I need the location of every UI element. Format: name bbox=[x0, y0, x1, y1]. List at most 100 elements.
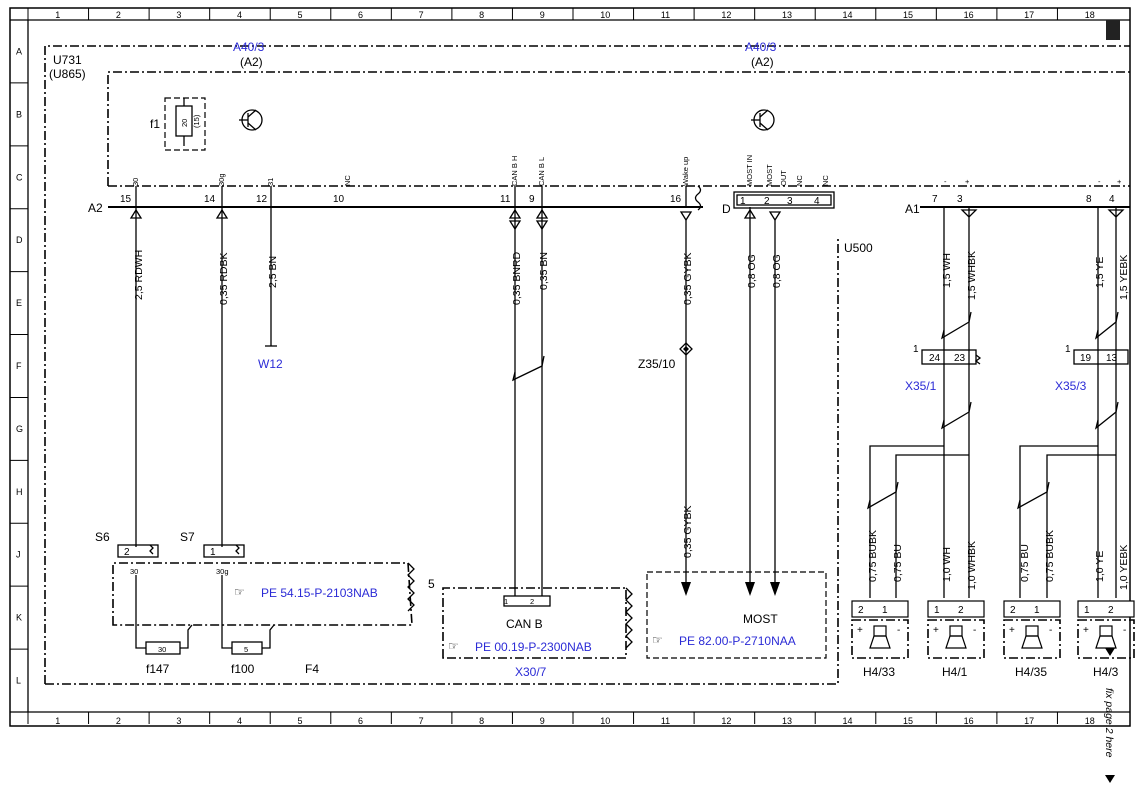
svg-text:0,75 BUBK: 0,75 BUBK bbox=[867, 530, 879, 582]
x35-3-connector: 1 19 13 X35/3 bbox=[1055, 344, 1129, 393]
column-number: 17 bbox=[1024, 716, 1034, 726]
transistor-icon bbox=[751, 109, 775, 131]
a1-connector-label: A1 bbox=[905, 202, 920, 216]
w12-ground-label: W12 bbox=[258, 357, 283, 371]
row-letter: H bbox=[16, 487, 23, 497]
svg-text:+: + bbox=[1117, 177, 1122, 186]
most-label: MOST bbox=[743, 612, 778, 626]
svg-text:0,75 BU: 0,75 BU bbox=[1019, 544, 1031, 582]
wire-most-2 bbox=[768, 211, 782, 596]
column-number: 10 bbox=[600, 10, 610, 20]
svg-text:Wake up: Wake up bbox=[681, 157, 690, 186]
row-letter: B bbox=[16, 109, 22, 119]
row-letter: L bbox=[16, 676, 21, 686]
wire-14 bbox=[215, 207, 229, 547]
f147-label: f147 bbox=[146, 662, 170, 676]
a2-right-paren: (A2) bbox=[751, 55, 774, 69]
svg-text:10: 10 bbox=[333, 194, 345, 205]
f100-label: f100 bbox=[231, 662, 255, 676]
svg-text:1: 1 bbox=[740, 196, 746, 207]
svg-text:19: 19 bbox=[1080, 353, 1092, 364]
svg-text:1,0 YE: 1,0 YE bbox=[1094, 551, 1106, 582]
svg-text:1: 1 bbox=[934, 605, 940, 616]
svg-text:0,8 OG: 0,8 OG bbox=[746, 254, 758, 288]
pe82-ref-link: PE 82.00-P-2710NAA bbox=[679, 634, 796, 648]
svg-text:1,5 YE: 1,5 YE bbox=[1094, 257, 1106, 288]
svg-text:0,35 RDBK: 0,35 RDBK bbox=[218, 252, 230, 305]
svg-text:23: 23 bbox=[954, 353, 966, 364]
f4-fuse-block: S6 S7 2 1 30 30g 30 5 f147 f100 bbox=[95, 530, 415, 676]
column-number: 10 bbox=[600, 716, 610, 726]
svg-text:0,35 GYBK: 0,35 GYBK bbox=[682, 252, 694, 305]
svg-text:20: 20 bbox=[180, 119, 189, 127]
svg-text:2: 2 bbox=[858, 605, 864, 616]
row-letter: K bbox=[16, 613, 22, 623]
row-letter: F bbox=[16, 361, 22, 371]
x30-7-label: X30/7 bbox=[515, 665, 547, 679]
column-number: 3 bbox=[176, 10, 181, 20]
column-number: 2 bbox=[116, 10, 121, 20]
row-letter: D bbox=[16, 235, 23, 245]
column-number: 4 bbox=[237, 10, 242, 20]
svg-text:4: 4 bbox=[1109, 194, 1115, 205]
a2-connector-pins: 15 30 14 30g 12 31 10 NC 11 CAN B H 9 CA… bbox=[120, 156, 690, 205]
svg-text:7: 7 bbox=[932, 194, 938, 205]
svg-text:+: + bbox=[1083, 625, 1089, 636]
svg-text:5: 5 bbox=[244, 645, 248, 654]
a2-pin-stubs bbox=[135, 186, 687, 207]
svg-text:1: 1 bbox=[504, 597, 508, 606]
svg-text:11: 11 bbox=[500, 194, 511, 205]
column-number: 4 bbox=[237, 716, 242, 726]
f4-label: F4 bbox=[305, 662, 319, 676]
svg-text:0,8 OG: 0,8 OG bbox=[771, 254, 783, 288]
column-number: 16 bbox=[964, 716, 974, 726]
svg-text:0,35 GYBK: 0,35 GYBK bbox=[682, 505, 694, 558]
column-number: 14 bbox=[843, 716, 853, 726]
a1-connector-pins: 7 - 3 + 8 - 4 + bbox=[932, 177, 1122, 205]
svg-text:2,5 BN: 2,5 BN bbox=[267, 256, 279, 288]
svg-text:MOST: MOST bbox=[765, 164, 774, 186]
most-box: MOST bbox=[646, 571, 827, 659]
svg-text:1: 1 bbox=[882, 605, 888, 616]
svg-text:2,5 RDWH: 2,5 RDWH bbox=[133, 250, 145, 300]
svg-text:24: 24 bbox=[929, 353, 941, 364]
column-number: 7 bbox=[419, 716, 424, 726]
column-number: 11 bbox=[661, 716, 670, 726]
svg-text:2: 2 bbox=[764, 196, 770, 207]
svg-text:0,75 BUBK: 0,75 BUBK bbox=[1044, 530, 1056, 582]
svg-text:NC: NC bbox=[821, 175, 830, 186]
h4-1-label: H4/1 bbox=[942, 665, 968, 679]
svg-text:2: 2 bbox=[124, 547, 130, 558]
a40-left-label: A40/3 bbox=[233, 40, 265, 54]
ref-pe82[interactable]: ☞ PE 82.00-P-2710NAA bbox=[652, 633, 796, 648]
svg-text:1,5 YEBK: 1,5 YEBK bbox=[1118, 255, 1130, 300]
svg-text:8: 8 bbox=[1086, 194, 1092, 205]
h4-35-label: H4/35 bbox=[1015, 665, 1047, 679]
svg-text:2: 2 bbox=[530, 597, 534, 606]
column-number: 16 bbox=[964, 10, 974, 20]
fuse-f1: f1 20 (15) bbox=[150, 97, 206, 151]
svg-text:31: 31 bbox=[266, 178, 275, 186]
row-letter: G bbox=[16, 424, 23, 434]
ref-pe00[interactable]: ☞ PE 00.19-P-2300NAB bbox=[448, 639, 592, 654]
svg-text:OUT: OUT bbox=[779, 170, 788, 186]
svg-text:2: 2 bbox=[1108, 605, 1114, 616]
svg-text:+: + bbox=[933, 625, 939, 636]
svg-text:-: - bbox=[944, 177, 947, 186]
column-number: 5 bbox=[298, 10, 303, 20]
row-letter: A bbox=[16, 46, 22, 56]
transistor-icon bbox=[239, 109, 263, 131]
column-number: 8 bbox=[479, 716, 484, 726]
row-letter: E bbox=[16, 298, 22, 308]
svg-text:30g: 30g bbox=[217, 173, 226, 186]
svg-text:NC: NC bbox=[795, 175, 804, 186]
row-letter: C bbox=[16, 172, 23, 182]
svg-text:+: + bbox=[857, 625, 863, 636]
svg-text:+: + bbox=[1009, 625, 1015, 636]
svg-text:3: 3 bbox=[787, 196, 793, 207]
ref-pe54[interactable]: ☞ PE 54.15-P-2103NAB bbox=[234, 585, 378, 600]
svg-text:1: 1 bbox=[1034, 605, 1040, 616]
